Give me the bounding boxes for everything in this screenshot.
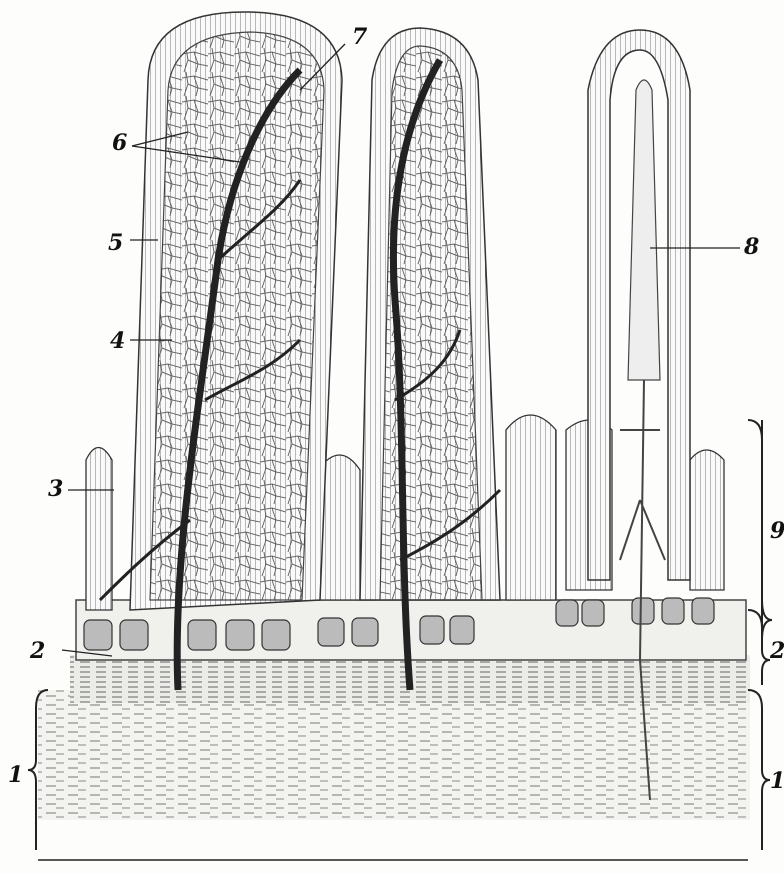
bracket-label-2: 2 <box>770 640 784 662</box>
label-6: 6 <box>112 132 127 154</box>
label-1: 1 <box>8 764 23 786</box>
bracket-label-1: 1 <box>770 770 784 792</box>
villus-left <box>100 12 342 690</box>
label-2: 2 <box>30 640 45 662</box>
villus-middle <box>360 28 500 690</box>
label-4: 4 <box>110 330 125 352</box>
right-brackets <box>748 420 772 850</box>
bracket-label-9: 9 <box>770 520 784 542</box>
label-7: 7 <box>352 26 367 48</box>
label-5: 5 <box>108 232 123 254</box>
label-3: 3 <box>48 478 63 500</box>
label-8: 8 <box>744 236 759 258</box>
